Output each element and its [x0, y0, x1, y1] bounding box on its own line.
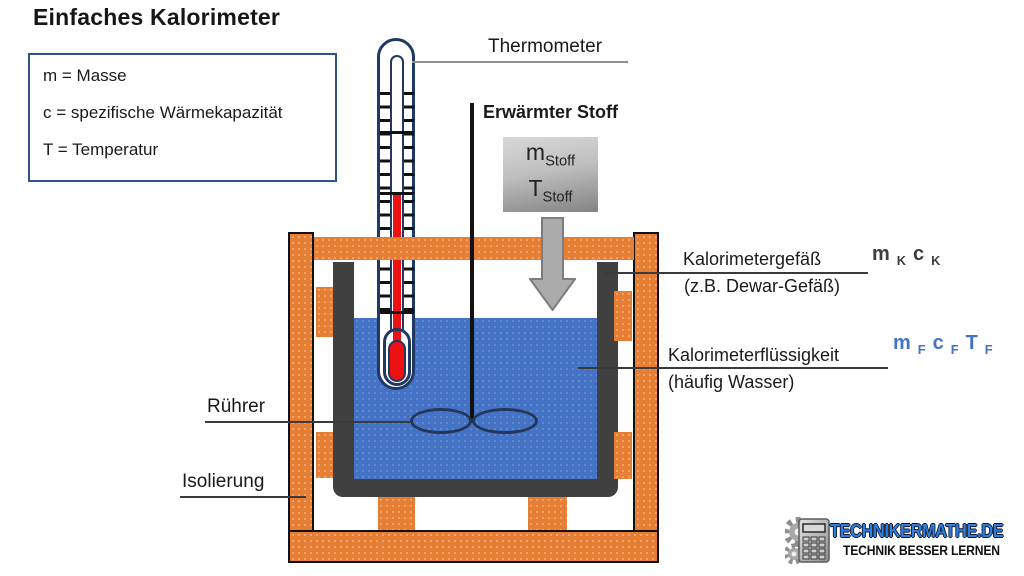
insulation-top-bar: [314, 237, 634, 260]
brand-tagline: TECHNIK BESSER LERNEN: [843, 543, 1000, 558]
thermometer-major-tick: [380, 311, 414, 314]
spacer-left-top: [316, 287, 333, 337]
insulation-leader-line: [180, 496, 306, 498]
down-arrow-icon: [529, 217, 576, 311]
insulation-bottom-bar: [288, 530, 659, 563]
thermometer-major-tick: [380, 131, 414, 134]
vessel-sublabel: (z.B. Dewar-Gefäß): [684, 276, 841, 296]
stirrer-leader-line: [205, 421, 411, 423]
spacer-left-bottom: [316, 432, 333, 478]
substance-box: mStoff TStoff: [503, 137, 598, 212]
page-title: Einfaches Kalorimeter: [33, 4, 281, 30]
stirrer-blade-left: [410, 408, 472, 434]
thermometer-bulb: [388, 340, 406, 382]
legend-item-temperatur: T = Temperatur: [43, 140, 159, 159]
legend-item-waermekapazitaet: c = spezifische Wärmekapazität: [43, 103, 283, 122]
substance-mass-symbol: mStoff: [525, 138, 576, 170]
thermometer-bulb-outline: [383, 328, 411, 386]
spacer-right-bottom: [614, 432, 632, 479]
thermometer-major-tick: [380, 192, 414, 195]
thermometer-leader-line: [412, 61, 628, 63]
spacer-right-top: [614, 291, 632, 341]
spacer-bottom-right: [528, 497, 567, 530]
stirrer-rod: [470, 103, 474, 423]
legend-item-masse: m = Masse: [43, 66, 127, 85]
heated-substance-label: Erwärmter Stoff: [483, 102, 619, 122]
thermometer-scale-left: [380, 92, 390, 317]
insulation-left-wall: [288, 232, 314, 563]
insulation-label: Isolierung: [182, 471, 265, 492]
thermometer-scale-right: [404, 92, 414, 317]
legend-box: m = Masse c = spezifische Wärmekapazität…: [28, 53, 337, 182]
insulation-right-wall: [633, 232, 659, 563]
brand-wordmark: TECHNIKERMATHE.DE: [830, 521, 1004, 541]
substance-temperature-symbol: TStoff: [528, 174, 573, 206]
liquid-leader-line: [578, 367, 888, 369]
thermometer-mercury-column: [393, 192, 401, 347]
thermometer-label: Thermometer: [488, 36, 603, 57]
spacer-bottom-left: [378, 497, 415, 530]
stirrer-blade-right: [472, 408, 538, 434]
liquid-label: Kalorimeterflüssigkeit: [668, 345, 840, 365]
calculator-gear-icon: [785, 517, 830, 565]
stirrer-label: Rührer: [207, 396, 266, 417]
liquid-sublabel: (häufig Wasser): [668, 372, 795, 392]
vessel-leader-line: [606, 272, 868, 274]
vessel-label: Kalorimetergefäß: [683, 249, 822, 269]
